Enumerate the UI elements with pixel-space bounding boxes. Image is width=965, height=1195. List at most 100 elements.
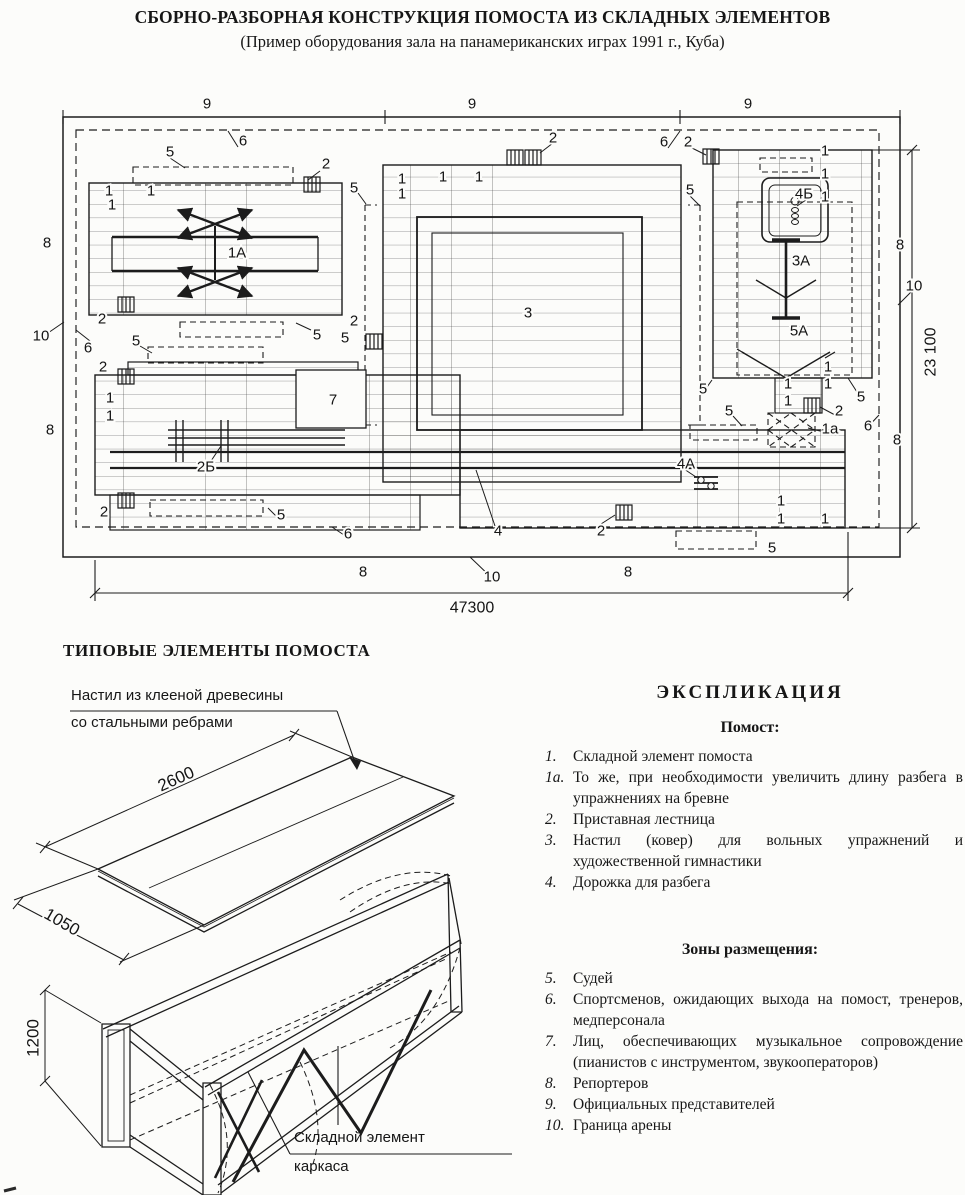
zone6-dashed-ring <box>75 129 880 528</box>
legend-item-1а: 1а.То же, при необходимости увеличить дл… <box>537 767 963 809</box>
legend-item-5: 5. Судей <box>537 968 963 989</box>
plan-label-2Б: 2Б <box>197 459 215 476</box>
legend-item-text: Приставная лестница <box>573 811 715 828</box>
plan-label-1а: 1а <box>822 421 839 438</box>
plan-label-8: 8 <box>43 235 51 252</box>
plan-label-8: 8 <box>359 564 367 581</box>
plan-label-23 100: 23 100 <box>923 327 940 376</box>
plan-label-6: 6 <box>344 526 352 543</box>
plan-label-1: 1 <box>398 186 406 203</box>
deck-callout-line2: со стальными ребрами <box>71 714 233 731</box>
zone7-box <box>295 369 367 429</box>
legend-item-number: 4. <box>545 874 557 891</box>
label-leaders <box>47 130 913 582</box>
legend-item-number: 7. <box>545 1033 557 1050</box>
plan-label-5: 5 <box>341 330 349 347</box>
plan-label-1: 1 <box>821 511 829 528</box>
plan-label-1А: 1А <box>228 245 246 262</box>
plan-label-1: 1 <box>821 166 829 183</box>
plan-label-6: 6 <box>84 340 92 357</box>
plan-label-5А: 5А <box>790 323 808 340</box>
legend-item-text: Лиц, обеспечивающих музыкальное сопровож… <box>573 1033 963 1071</box>
plan-label-6: 6 <box>660 134 668 151</box>
legend-item-text: Репортеров <box>573 1075 649 1092</box>
legend-item-2: 2. Приставная лестница <box>537 809 963 830</box>
plan-label-1: 1 <box>777 511 785 528</box>
frame-callout-line2: каркаса <box>294 1158 349 1175</box>
plan-label-1: 1 <box>824 359 832 376</box>
plan-label-8: 8 <box>624 564 632 581</box>
plan-label-1: 1 <box>821 189 829 206</box>
legend-item-6: 6.Спортсменов, ожидающих выхода на помос… <box>537 989 963 1031</box>
legend-item-number: 10. <box>545 1117 565 1134</box>
plan-label-1: 1 <box>439 169 447 186</box>
plan-label-5: 5 <box>686 182 694 199</box>
zone5-dashed-areas <box>132 157 853 550</box>
plan-label-9: 9 <box>468 96 476 113</box>
plan-label-6: 6 <box>864 418 872 435</box>
plan-label-3А: 3А <box>792 253 810 270</box>
legend-item-number: 2. <box>545 811 557 828</box>
isometric-element <box>3 710 512 1195</box>
legend-item-text: Складной элемент помоста <box>573 748 753 765</box>
plan-label-2: 2 <box>322 156 330 173</box>
arena-plan <box>47 110 920 601</box>
plan-label-5: 5 <box>768 540 776 557</box>
legend-item-text: Дорожка для разбега <box>573 874 711 891</box>
plan-label-2: 2 <box>98 311 106 328</box>
plan-label-8: 8 <box>46 422 54 439</box>
plan-label-2: 2 <box>835 403 843 420</box>
beam-apparatus-icon <box>736 177 836 379</box>
legend-item-8: 8. Репортеров <box>537 1073 963 1094</box>
plan-label-5: 5 <box>166 144 174 161</box>
legend-item-10: 10.Граница арены <box>537 1115 963 1136</box>
plan-label-8: 8 <box>893 432 901 449</box>
legend-item-number: 8. <box>545 1075 557 1092</box>
dim-1200 <box>39 984 102 1147</box>
elements-section-heading: ТИПОВЫЕ ЭЛЕМЕНТЫ ПОМОСТА <box>63 641 371 660</box>
legend-item-3: 3.Настил (ковер) для вольных упражнений … <box>537 830 963 872</box>
plan-label-2: 2 <box>684 134 692 151</box>
dim-2600 <box>35 728 353 870</box>
carpet-outline <box>416 216 643 431</box>
legend: ЭКСПЛИКАЦИЯ Помост:1.Складной элемент по… <box>537 682 963 1136</box>
plan-label-1: 1 <box>105 183 113 200</box>
plan-label-5: 5 <box>350 180 358 197</box>
plan-label-9: 9 <box>744 96 752 113</box>
page-title: СБОРНО-РАЗБОРНАЯ КОНСТРУКЦИЯ ПОМОСТА ИЗ … <box>134 7 831 27</box>
legend-item-text: Настил (ковер) для вольных упражнений и … <box>573 832 963 870</box>
vault-icon <box>694 476 718 490</box>
folding-frame <box>101 871 463 1195</box>
plan-label-9: 9 <box>203 96 211 113</box>
plan-label-5: 5 <box>699 381 707 398</box>
plan-label-3: 3 <box>524 305 532 322</box>
legend-item-number: 5. <box>545 970 557 987</box>
plan-label-2: 2 <box>100 504 108 521</box>
plan-label-1: 1 <box>777 493 785 510</box>
legend-item-text: То же, при необходимости увеличить длину… <box>573 769 963 807</box>
plan-label-2: 2 <box>99 359 107 376</box>
plan-label-5: 5 <box>132 333 140 350</box>
legend-group-heading: Помост: <box>720 719 780 736</box>
plan-label-1: 1 <box>824 376 832 393</box>
legend-item-number: 6. <box>545 991 557 1008</box>
plan-label-1: 1 <box>821 143 829 160</box>
plan-label-2: 2 <box>597 523 605 540</box>
plan-label-6: 6 <box>239 133 247 150</box>
legend-item-7: 7. Лиц, обеспечивающих музыкальное сопров… <box>537 1031 963 1073</box>
legend-item-number: 9. <box>545 1096 557 1113</box>
plan-label-5: 5 <box>277 507 285 524</box>
frame-callout-line1: Складной элемент <box>294 1129 425 1146</box>
plan-label-10: 10 <box>484 569 501 586</box>
legend-item-text: Официальных представителей <box>573 1096 775 1113</box>
legend-item-1: 1.Складной элемент помоста <box>537 746 963 767</box>
plan-label-2: 2 <box>549 130 557 147</box>
plan-label-1: 1 <box>398 171 406 188</box>
plan-label-5: 5 <box>725 403 733 420</box>
plan-label-1: 1 <box>784 376 792 393</box>
legend-item-text: Судей <box>573 970 613 987</box>
